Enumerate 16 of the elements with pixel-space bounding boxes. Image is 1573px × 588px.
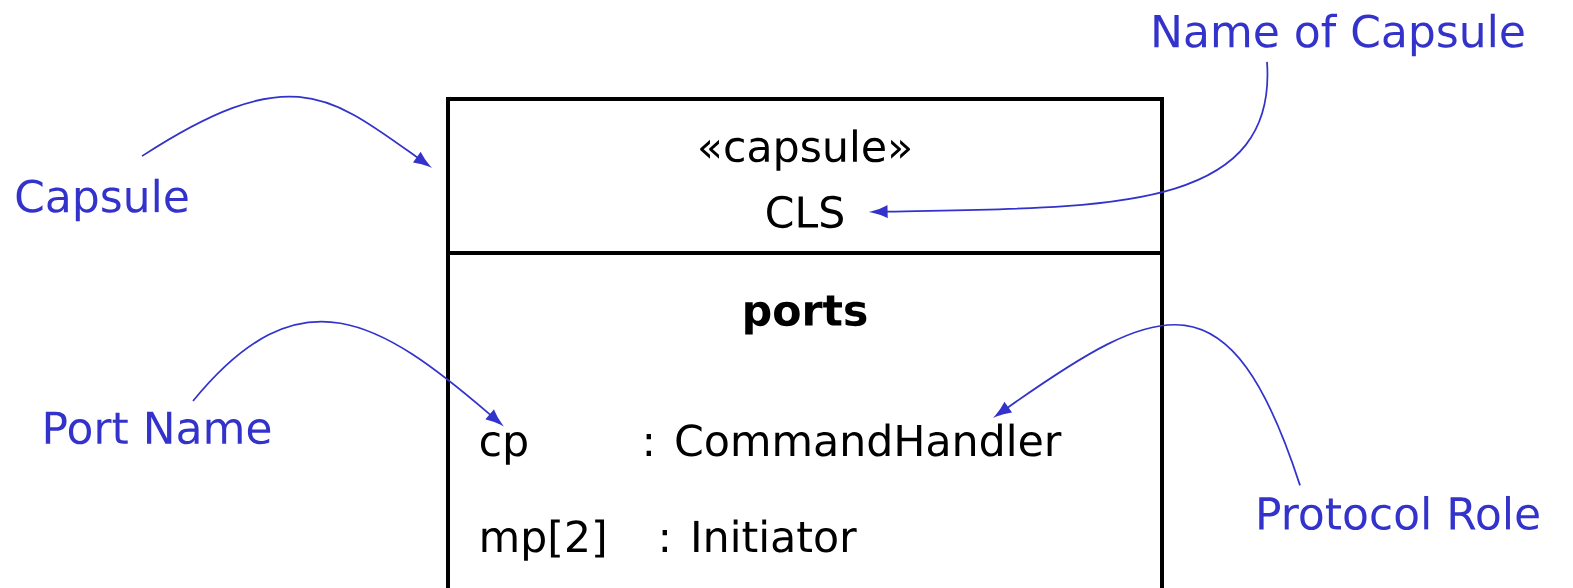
arrow <box>192 320 502 425</box>
callout-label: Name of Capsule <box>1154 13 1524 57</box>
arrow <box>141 95 430 167</box>
capsule-box <box>446 97 1164 588</box>
class-name: CLS <box>767 195 843 229</box>
callout-label: Port Name <box>45 411 271 445</box>
port-name: mp[2] <box>482 519 604 561</box>
arrow <box>995 324 1301 487</box>
port-protocol: : CommandHandler <box>646 423 1062 457</box>
arrow <box>871 61 1268 218</box>
callout-label: Capsule <box>16 178 188 222</box>
port-protocol: : Initiator <box>662 519 857 553</box>
port-name: cp <box>481 432 527 465</box>
compartment-heading: ports <box>745 295 867 335</box>
callout-label: Protocol Role <box>1259 495 1539 530</box>
stereotype-label: «capsule» <box>700 129 910 171</box>
